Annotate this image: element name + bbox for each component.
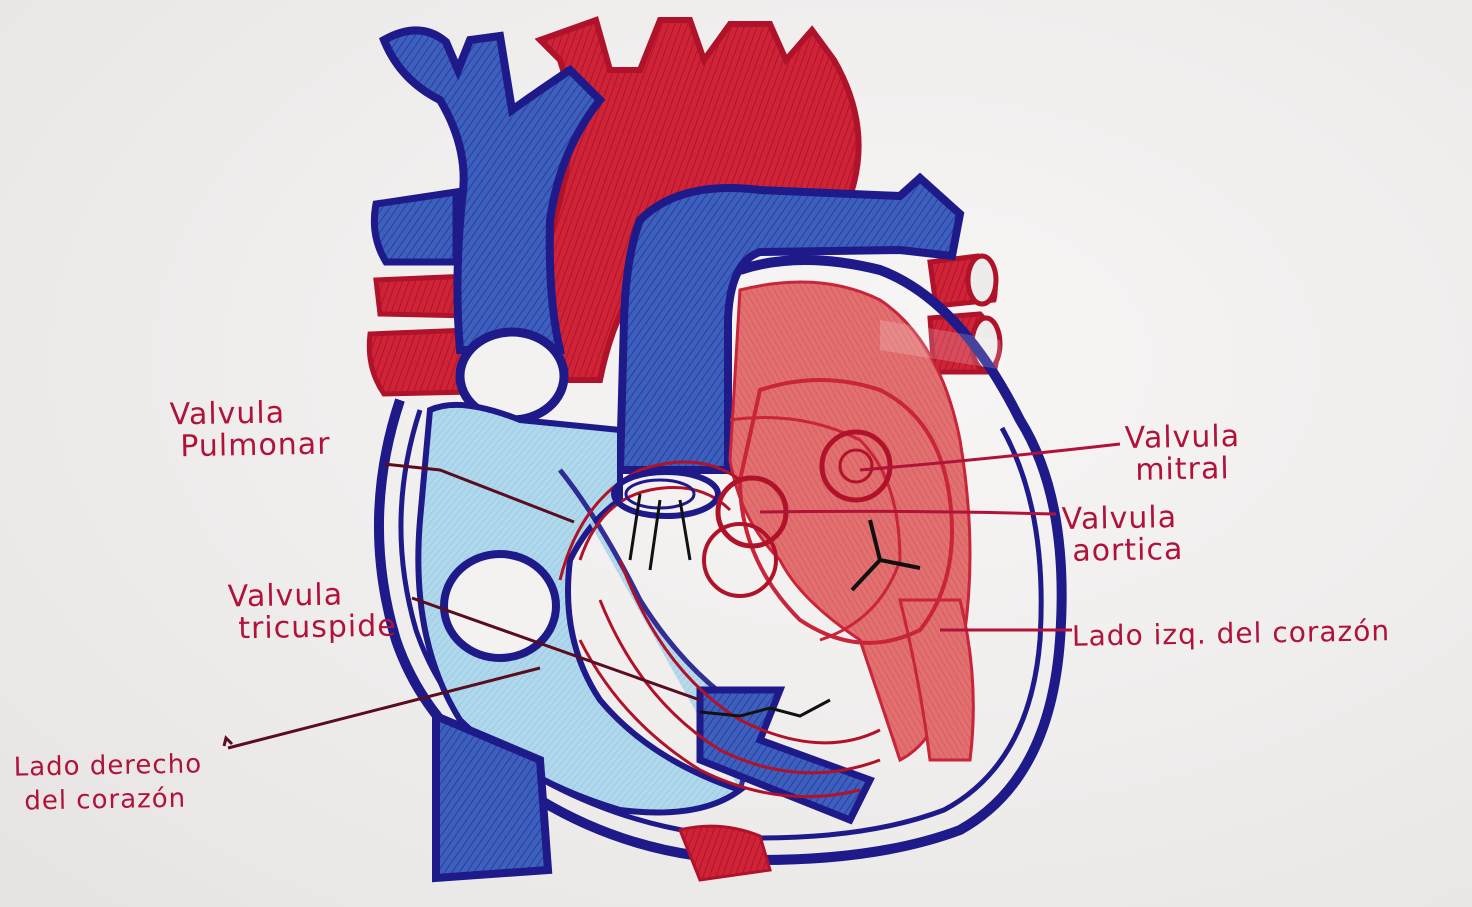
label-valvula-pulmonar-line2: Pulmonar — [170, 429, 331, 464]
label-lado-derecho: Lado derecho del corazón — [13, 747, 203, 818]
label-valvula-mitral: Valvula mitral — [1124, 421, 1241, 487]
label-valvula-aortica-line2: aortica — [1062, 534, 1184, 568]
apex-vessel — [680, 826, 770, 880]
label-valvula-tricuspide-line2: tricuspide — [228, 611, 397, 646]
label-valvula-tricuspide: Valvula tricuspide — [227, 579, 397, 646]
label-valvula-mitral-line2: mitral — [1125, 453, 1241, 487]
label-valvula-aortica: Valvula aortica — [1061, 502, 1183, 568]
label-lado-derecho-line1: Lado derecho — [13, 749, 202, 782]
label-lado-derecho-line2: del corazón — [14, 781, 203, 818]
label-valvula-pulmonar: Valvula Pulmonar — [169, 397, 330, 464]
label-lado-izquierdo: Lado izq. del corazón — [1072, 615, 1391, 653]
